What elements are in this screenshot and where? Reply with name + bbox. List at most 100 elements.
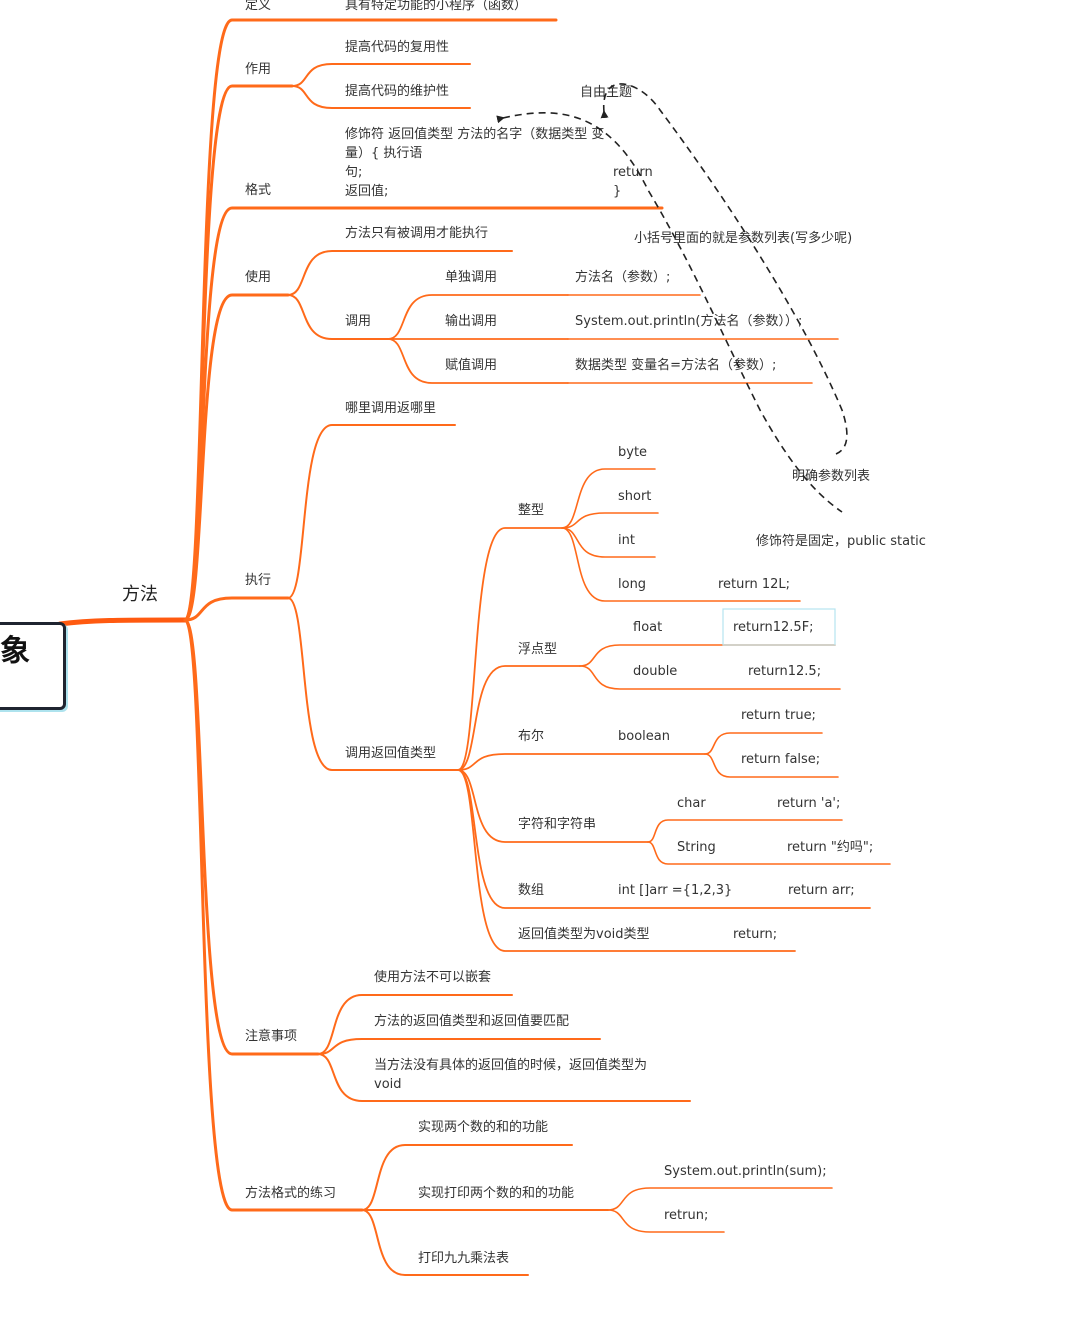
annotation-param-list[interactable]: 小括号里面的就是参数列表(写多少呢) <box>626 223 861 250</box>
string-return[interactable]: return "约吗"; <box>787 840 874 855</box>
type-string[interactable]: 字符和字符串 <box>518 817 597 832</box>
branch-notes[interactable]: 注意事项 <box>245 1029 298 1044</box>
practice-sub-item[interactable]: System.out.println(sum); <box>664 1164 827 1179</box>
call-example[interactable]: System.out.println(方法名（参数））; <box>575 314 803 329</box>
branch-connector <box>704 753 839 778</box>
branch-connector <box>561 527 801 602</box>
execute-where[interactable]: 哪里调用返哪里 <box>345 401 437 416</box>
root-node-box[interactable] <box>0 622 66 710</box>
call-example[interactable]: 数据类型 变量名=方法名（参数）; <box>575 358 777 373</box>
type-void[interactable]: 返回值类型为void类型 <box>518 927 650 942</box>
definition-content[interactable]: 具有特定功能的小程序（函数） <box>345 0 528 13</box>
branch-execute[interactable]: 执行 <box>245 573 272 588</box>
notes-item[interactable]: 方法的返回值类型和返回值要匹配 <box>374 1014 570 1029</box>
type-integer[interactable]: 整型 <box>518 503 545 518</box>
main-topic-label[interactable]: 方法 <box>122 584 158 605</box>
array-return[interactable]: return arr; <box>788 883 855 898</box>
format-line[interactable]: 量）{ 执行语 <box>345 146 423 161</box>
branch-connector <box>647 819 843 843</box>
practice-item[interactable]: 打印九九乘法表 <box>418 1251 510 1266</box>
branch-connector <box>317 1053 691 1102</box>
branch-connector <box>183 596 290 622</box>
float-item[interactable]: double <box>633 664 678 679</box>
branch-connector <box>287 424 456 599</box>
integer-item[interactable]: int <box>618 533 635 548</box>
branch-connector <box>317 1038 601 1055</box>
integer-item[interactable]: short <box>618 489 652 504</box>
type-bool[interactable]: 布尔 <box>518 729 545 744</box>
branch-connector <box>457 753 706 771</box>
branch-connector <box>647 841 891 865</box>
branch-usage[interactable]: 使用 <box>245 270 272 285</box>
branch-connector <box>317 994 513 1055</box>
float-return[interactable]: return12.5F; <box>733 620 814 635</box>
format-line[interactable]: 句; <box>345 165 363 180</box>
format-side-brace: } <box>613 184 622 199</box>
relationship-line[interactable] <box>600 83 848 455</box>
branch-connector <box>287 294 389 340</box>
void-return[interactable]: return; <box>733 927 778 942</box>
usage-call[interactable]: 调用 <box>345 314 372 329</box>
branch-connector <box>561 512 659 529</box>
branch-connector <box>457 769 796 952</box>
notes-item[interactable]: 使用方法不可以嵌套 <box>374 970 492 985</box>
call-type[interactable]: 输出调用 <box>445 314 498 329</box>
root-connector <box>57 617 188 627</box>
annotation-modifier[interactable]: 修饰符是固定，public static <box>746 526 936 553</box>
purpose-item[interactable]: 提高代码的复用性 <box>345 40 450 55</box>
branch-format[interactable]: 格式 <box>245 183 272 198</box>
call-example[interactable]: 方法名（参数）; <box>575 270 671 285</box>
branch-connector <box>183 618 364 1212</box>
branch-connector <box>457 665 581 771</box>
usage-note[interactable]: 方法只有被调用才能执行 <box>345 226 489 241</box>
format-side-return: return <box>613 165 653 180</box>
branch-connector <box>291 85 471 109</box>
format-line[interactable]: 修饰符 返回值类型 方法的名字（数据类型 变 <box>345 127 605 142</box>
branch-practice[interactable]: 方法格式的练习 <box>245 1186 337 1201</box>
branch-connector <box>387 294 569 340</box>
integer-item[interactable]: byte <box>618 445 648 460</box>
practice-item[interactable]: 实现两个数的和的功能 <box>418 1120 549 1135</box>
branch-connector <box>387 338 569 384</box>
notes-item[interactable]: void <box>374 1077 402 1092</box>
return-types-label[interactable]: 调用返回值类型 <box>345 746 437 761</box>
practice-item[interactable]: 实现打印两个数的和的功能 <box>418 1186 575 1201</box>
annotation-clear-params[interactable]: 明确参数列表 <box>782 461 881 488</box>
type-array[interactable]: 数组 <box>518 883 545 898</box>
call-type[interactable]: 单独调用 <box>445 270 498 285</box>
branch-connector <box>457 527 563 771</box>
bool-return[interactable]: return false; <box>741 752 821 767</box>
float-return[interactable]: return12.5; <box>748 664 822 679</box>
relationship-line[interactable] <box>496 112 843 513</box>
branch-purpose[interactable]: 作用 <box>245 62 272 77</box>
long-return[interactable]: return 12L; <box>718 577 791 592</box>
float-item[interactable]: float <box>633 620 663 635</box>
branch-definition[interactable]: 定义 <box>245 0 272 13</box>
bool-type[interactable]: boolean <box>618 729 670 744</box>
purpose-item[interactable]: 提高代码的维护性 <box>345 84 450 99</box>
practice-sub-item[interactable]: retrun; <box>664 1208 709 1223</box>
branch-connector <box>704 732 823 755</box>
branch-connector <box>361 1209 529 1276</box>
annotation-free-topic[interactable]: 自由主题 <box>580 85 633 100</box>
branch-connector <box>361 1144 573 1211</box>
bool-return[interactable]: return true; <box>741 708 816 723</box>
string-item[interactable]: String <box>677 840 716 855</box>
branch-connector <box>561 527 656 558</box>
branch-connector <box>291 63 471 87</box>
format-line[interactable]: 返回值; <box>345 184 389 199</box>
selection-box <box>722 608 836 646</box>
branch-connector <box>287 597 459 771</box>
type-float[interactable]: 浮点型 <box>518 642 558 657</box>
branch-connector <box>287 250 513 296</box>
branch-connector <box>561 468 656 529</box>
string-item[interactable]: char <box>677 796 706 811</box>
branch-connector <box>579 665 841 690</box>
integer-item[interactable]: long <box>618 577 647 592</box>
string-return[interactable]: return 'a'; <box>777 796 841 811</box>
array-decl[interactable]: int []arr ={1,2,3} <box>618 883 733 898</box>
notes-item[interactable]: 当方法没有具体的返回值的时候，返回值类型为 <box>374 1058 648 1073</box>
call-type[interactable]: 赋值调用 <box>445 358 498 373</box>
